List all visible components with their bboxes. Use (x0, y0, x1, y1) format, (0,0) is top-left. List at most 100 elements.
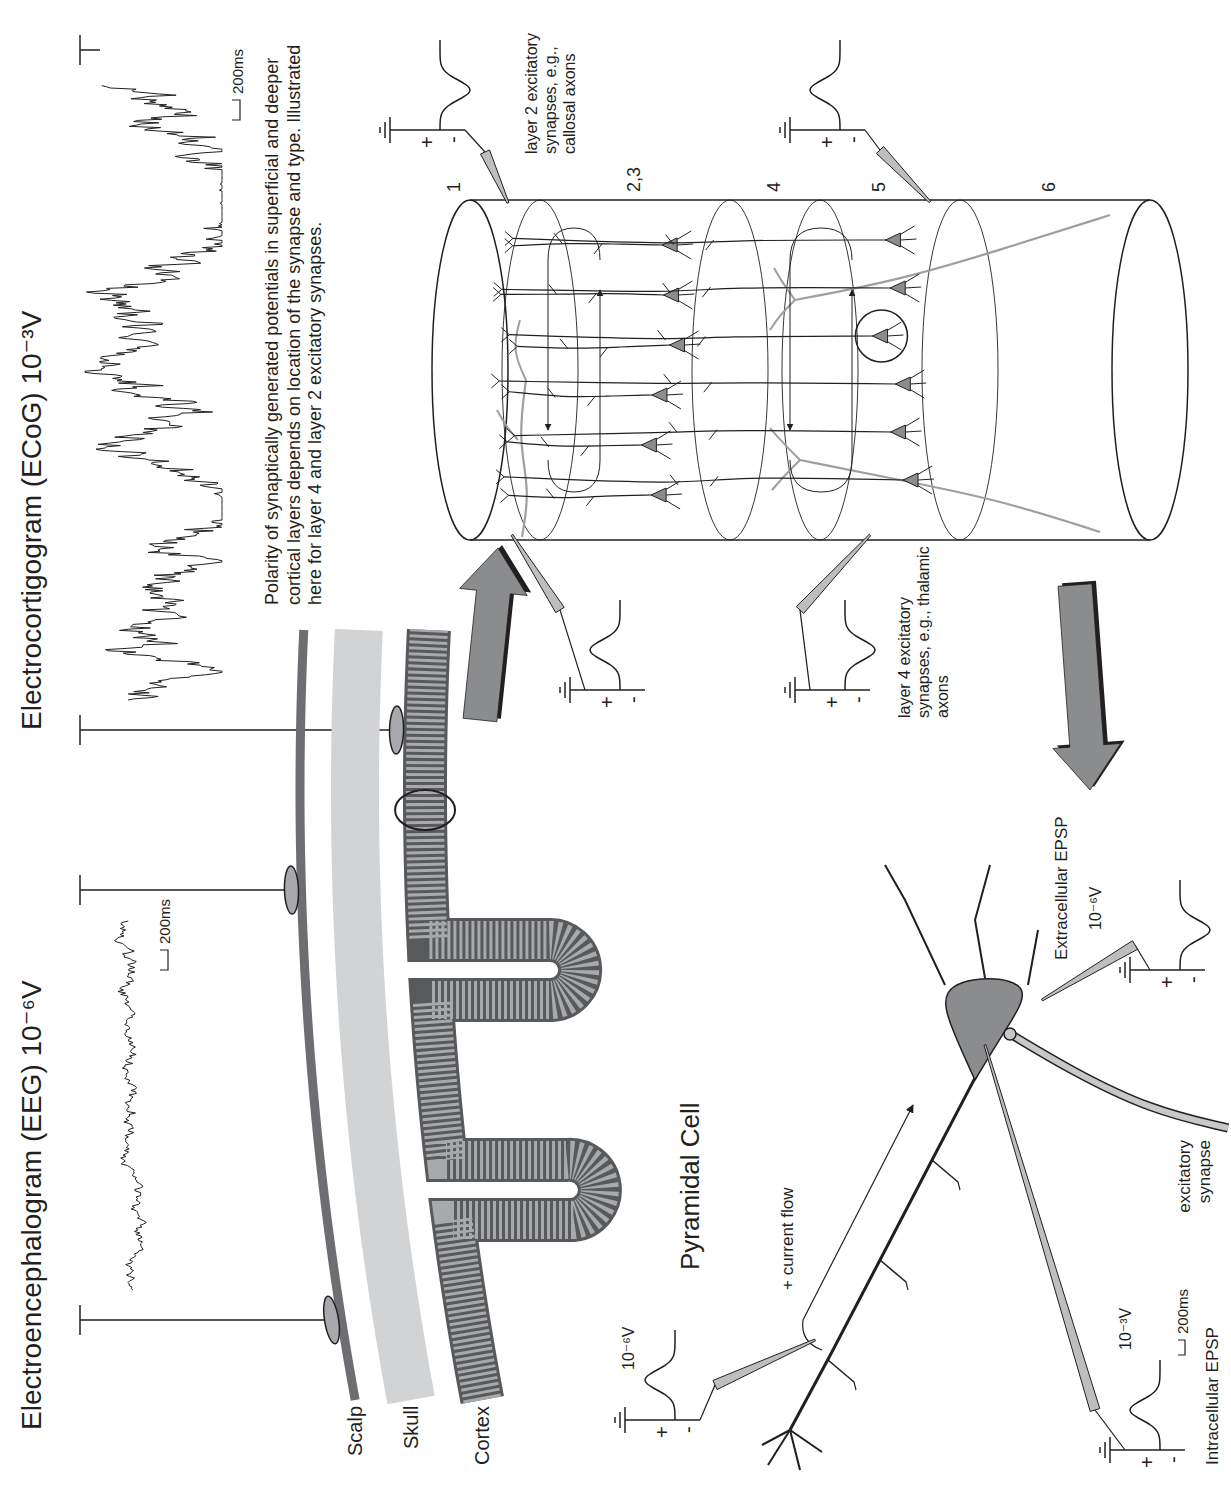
dendrite-tuft (500, 495, 508, 502)
basal-dendrite (899, 245, 914, 254)
basal-dendrite (655, 450, 670, 459)
cell-title: Pyramidal Cell (675, 1102, 706, 1270)
oblique-dendrite (709, 430, 717, 440)
signal-axis (1130, 969, 1205, 971)
basal-dendrite (899, 226, 914, 235)
dendrite-tuft (494, 289, 502, 296)
apical-dendrite (504, 477, 904, 482)
basal-dendrite (918, 479, 934, 480)
ground-symbol (564, 682, 566, 698)
cell-soma (670, 338, 685, 352)
current-arrow (803, 1105, 913, 1320)
eeg-trace (114, 921, 146, 1290)
polarity-sign: - (621, 696, 645, 703)
basal-dendrite (909, 389, 924, 398)
oblique-dendrite (706, 240, 714, 250)
polarity-sign: + (415, 136, 439, 148)
basal-dendrite (910, 383, 926, 384)
basal-dendrite (656, 444, 672, 445)
dendrite-tuft (500, 488, 508, 495)
dendrite-tuft (507, 436, 515, 443)
apical-dendrite (513, 238, 886, 242)
synapse-label: excitatory synapse (1175, 1140, 1216, 1240)
ground-symbol (559, 687, 561, 693)
recording-probes (380, 40, 1210, 1463)
apical-dendrite (501, 294, 665, 295)
cell-soma (641, 438, 656, 452)
magnified-region (395, 790, 455, 830)
ground-symbol (784, 122, 786, 138)
signal-axis (790, 129, 865, 131)
tissue-name: Scalp (343, 1406, 367, 1456)
apical-dendrite (510, 392, 653, 397)
callosal-axon (521, 380, 527, 537)
column-top (432, 200, 508, 540)
time-scale: 200ms (1174, 1289, 1192, 1334)
apical-dendrite (513, 244, 663, 246)
skull-band (355, 630, 411, 1400)
eeg-wire (80, 1319, 326, 1321)
oblique-dendrite (669, 422, 677, 432)
oblique-dendrite (657, 330, 665, 340)
basal-dendrite (676, 250, 691, 259)
oblique-dendrite (560, 339, 568, 349)
callosal-axon (515, 320, 526, 380)
time-scale-bar (160, 950, 168, 970)
waveform (590, 600, 620, 690)
big-arrow (460, 548, 528, 722)
apical-dendrite (508, 495, 652, 498)
basal-dendrite (666, 494, 682, 495)
dendrite-tuft (509, 339, 517, 346)
thalamic-axon (772, 460, 800, 490)
cell-soma (903, 473, 918, 487)
layer-number: 6 (1039, 182, 1061, 192)
waveform (810, 40, 840, 130)
electrode-disc (389, 706, 404, 754)
eeg-wire (80, 889, 285, 891)
current-loop (790, 290, 852, 492)
oblique-dendrite (702, 287, 710, 297)
dendrite-spine (958, 1182, 960, 1190)
ground-symbol (1099, 1447, 1101, 1453)
apical-dendrite (499, 381, 896, 384)
scalp-band (300, 630, 355, 1400)
cortex-band (425, 630, 600, 1400)
cell-soma (872, 329, 887, 343)
cell-soma (946, 979, 1023, 1080)
electrode-disc (321, 1295, 342, 1345)
dendrite-tuft (505, 231, 513, 238)
electrode-pipette (480, 150, 508, 203)
basal-dendrite (905, 287, 921, 288)
layer-boundary (782, 200, 858, 540)
basal-dendrite (665, 500, 680, 509)
dendrite-tuft (496, 477, 504, 484)
basal-dendrite (886, 341, 901, 350)
waveform (645, 1330, 675, 1420)
basal-dendrite (886, 322, 901, 331)
basal-dendrite (887, 335, 903, 336)
polarity-sign: - (841, 136, 865, 143)
note-text: Polarity of synaptically generated poten… (262, 15, 327, 605)
basal-dendrite (677, 244, 693, 245)
basal-dendrite (904, 293, 919, 302)
probe-wire (1095, 1410, 1125, 1450)
dendrite-tuft (496, 470, 504, 477)
basal-dendrite (678, 294, 694, 295)
dendrite-tuft (499, 442, 507, 449)
polarity-sign: - (846, 696, 870, 703)
panel-title: Electrocortigogram (ECoG) 10⁻³V (15, 311, 49, 730)
oblique-dendrite (586, 496, 594, 506)
dendrite-tuft (505, 246, 513, 253)
synapse-note: layer 2 excitatory synapses, e.g., callo… (522, 4, 580, 154)
layer-number: 1 (444, 182, 466, 192)
signal-axis (570, 689, 645, 691)
basal-dendrite (885, 865, 945, 985)
ground-symbol (1104, 1442, 1106, 1458)
synapse-note: layer 4 excitatory synapses, e.g., thala… (895, 543, 953, 718)
apical-dendrite (502, 288, 891, 292)
layer-boundary (922, 200, 998, 540)
oblique-dendrite (880, 1260, 906, 1282)
basal-dendrite (667, 394, 683, 395)
